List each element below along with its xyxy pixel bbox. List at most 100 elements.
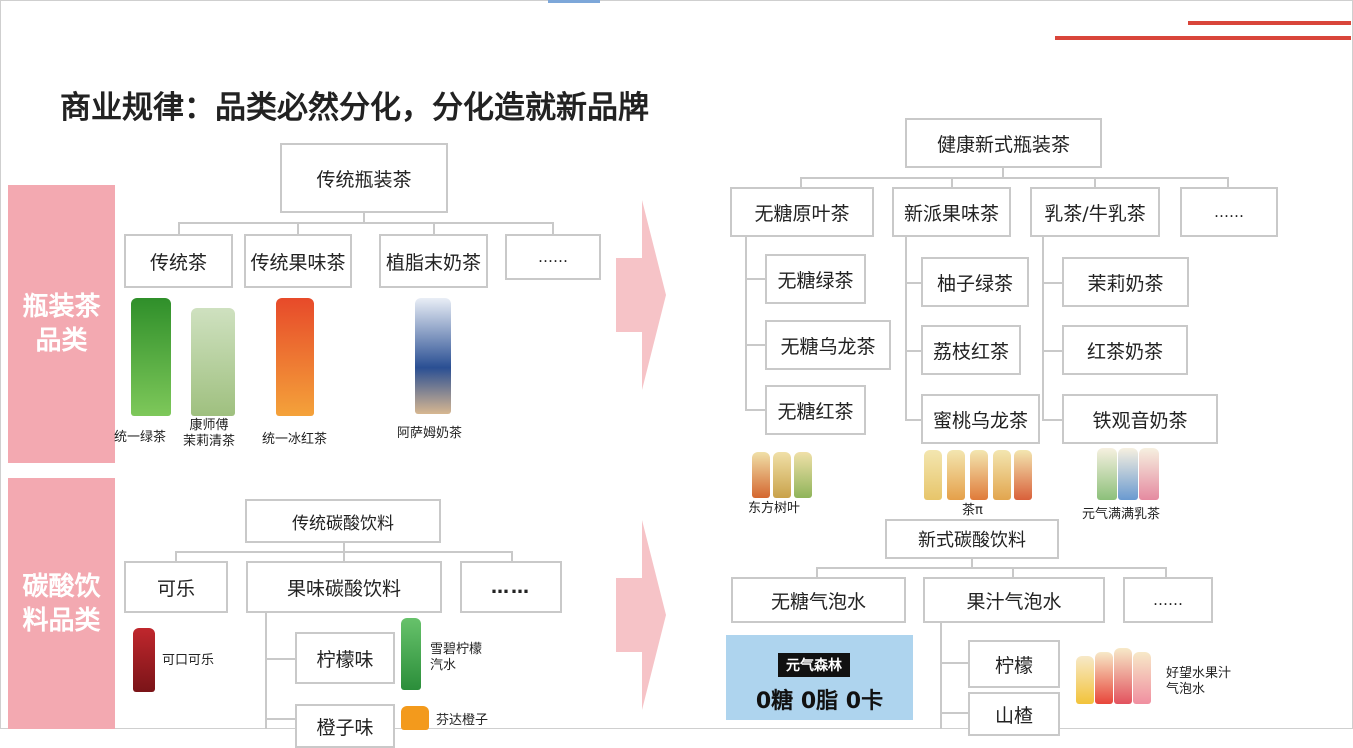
tree-node-jasmine-milk-tea: 茉莉奶茶 <box>1062 257 1189 307</box>
product-caption-dongfang-shuye: 东方树叶 <box>748 501 801 516</box>
tree-node-traditional-fruit-tea: 传统果味茶 <box>244 234 352 288</box>
product-caption-tongyi-green-tea: 统一绿茶 <box>114 430 167 445</box>
bottle-tongyi-green-tea <box>131 298 171 416</box>
tree-connector <box>745 278 765 280</box>
promo-brand-label: 元气森林 <box>778 653 850 677</box>
tree-connector <box>343 551 345 561</box>
tree-node-new-soda-more: …… <box>1123 577 1213 623</box>
slide-title: 商业规律：品类必然分化，分化造就新品牌 <box>60 90 649 126</box>
tree-connector <box>297 222 299 234</box>
bottle-fanta <box>401 706 429 730</box>
tree-connector <box>265 718 295 720</box>
tree-connector <box>1012 567 1014 577</box>
tree-node-juice-sparkling: 果汁气泡水 <box>923 577 1105 623</box>
tree-node-new-tea-root: 健康新式瓶装茶 <box>905 118 1102 168</box>
tree-connector <box>816 567 818 577</box>
product-caption-jasmine-tea: 康师傅 茉莉清茶 <box>183 418 236 449</box>
tree-connector <box>265 613 267 729</box>
bottle-dongfang-shuye-1 <box>752 452 770 498</box>
tree-node-sugar-free-black-tea: 无糖红茶 <box>765 385 866 435</box>
tree-connector <box>745 409 765 411</box>
tree-node-traditional-tea-root: 传统瓶装茶 <box>280 143 448 213</box>
tree-connector <box>1042 350 1062 352</box>
bottle-cha-pi-4 <box>993 450 1011 500</box>
tree-node-creamer-milk-tea: 植脂末奶茶 <box>379 234 488 288</box>
tree-connector <box>905 419 921 421</box>
side-label-soda-text: 碳酸饮 料品类 <box>22 571 101 636</box>
tree-node-lychee-black-tea: 荔枝红茶 <box>921 325 1021 375</box>
tree-node-lemon-sparkling: 柠檬 <box>968 640 1060 688</box>
tree-node-peach-oolong: 蜜桃乌龙茶 <box>921 394 1040 444</box>
tree-node-new-tea-more: …… <box>1180 187 1278 237</box>
tree-connector <box>905 350 921 352</box>
tree-connector <box>552 222 554 234</box>
side-label-soda: 碳酸饮 料品类 <box>8 478 115 729</box>
product-caption-ice-black-tea: 统一冰红茶 <box>262 432 328 447</box>
tree-node-new-fruit-tea: 新派果味茶 <box>892 187 1011 237</box>
tree-connector <box>800 177 1229 179</box>
product-caption-sprite: 雪碧柠檬 汽水 <box>430 642 483 673</box>
bottle-yuanqi-milk-tea-1 <box>1097 448 1117 500</box>
tree-connector <box>816 567 1167 569</box>
tree-connector <box>1042 419 1062 421</box>
product-caption-coca-cola: 可口可乐 <box>162 653 215 668</box>
tree-node-orange: 橙子味 <box>295 704 395 748</box>
bottle-haowangshui-1 <box>1076 656 1094 704</box>
tree-connector <box>433 222 435 234</box>
bottle-coca-cola <box>133 628 155 692</box>
tree-connector <box>265 658 295 660</box>
tree-node-traditional-tea: 传统茶 <box>124 234 233 288</box>
tree-connector <box>905 282 921 284</box>
tree-node-sugar-free-sparkling: 无糖气泡水 <box>731 577 906 623</box>
tree-connector <box>951 177 953 187</box>
promo-slogan: 0糖 0脂 0卡 <box>755 689 884 714</box>
bottle-dongfang-shuye-2 <box>773 452 791 498</box>
arrow-soda <box>616 520 666 710</box>
tree-connector <box>971 559 973 568</box>
tree-connector <box>1227 177 1229 187</box>
bottle-yuanqi-milk-tea-3 <box>1139 448 1159 500</box>
tree-connector <box>745 344 765 346</box>
product-caption-yuanqi-milk-tea: 元气满满乳茶 <box>1082 507 1161 522</box>
tree-node-black-milk-tea: 红茶奶茶 <box>1062 325 1188 375</box>
side-label-tea-text: 瓶装茶 品类 <box>22 292 101 356</box>
bottle-cha-pi-3 <box>970 450 988 500</box>
tree-node-grapefruit-green-tea: 柚子绿茶 <box>921 257 1029 307</box>
accent-line-bottom <box>1055 36 1351 40</box>
bottle-cha-pi-5 <box>1014 450 1032 500</box>
bottle-sprite <box>401 618 421 690</box>
product-caption-haowangshui: 好望水果汁 气泡水 <box>1166 666 1232 697</box>
tree-node-lemon: 柠檬味 <box>295 632 395 684</box>
accent-line-top <box>1188 21 1351 25</box>
side-label-tea: 瓶装茶 品类 <box>8 185 115 463</box>
tree-node-soda-more: …… <box>460 561 562 613</box>
tree-connector <box>940 712 968 714</box>
tree-connector <box>745 237 747 411</box>
bottle-dongfang-shuye-3 <box>794 452 812 498</box>
tree-node-sugar-free-oolong: 无糖乌龙茶 <box>765 320 891 370</box>
bottle-haowangshui-3 <box>1114 648 1132 704</box>
product-caption-fanta: 芬达橙子 <box>436 713 489 728</box>
tree-connector <box>905 237 907 421</box>
bottle-ice-black-tea <box>276 298 314 416</box>
bottle-assam-milk-tea <box>415 298 451 414</box>
arrow-tea <box>616 200 666 390</box>
tree-connector <box>363 213 365 223</box>
bottle-cha-pi-2 <box>947 450 965 500</box>
bottle-yuanqi-milk-tea-2 <box>1118 448 1138 500</box>
tree-connector <box>1042 237 1044 421</box>
tree-connector <box>1042 282 1062 284</box>
tree-node-tieguanyin-milk-tea: 铁观音奶茶 <box>1062 394 1218 444</box>
tree-connector <box>1094 177 1096 187</box>
tree-node-fruit-soda: 果味碳酸饮料 <box>246 561 442 613</box>
tree-connector <box>940 662 968 664</box>
promo-yuanqi-forest: 元气森林 0糖 0脂 0卡 <box>726 635 913 720</box>
tree-node-sugar-free-green-tea: 无糖绿茶 <box>765 254 866 304</box>
tree-node-cola: 可乐 <box>124 561 228 613</box>
tree-node-traditional-more: …… <box>505 234 601 280</box>
tree-connector <box>175 551 177 561</box>
top-mark <box>548 0 600 3</box>
bottle-cha-pi-1 <box>924 450 942 500</box>
tree-connector <box>940 623 942 729</box>
tree-connector <box>343 543 345 552</box>
